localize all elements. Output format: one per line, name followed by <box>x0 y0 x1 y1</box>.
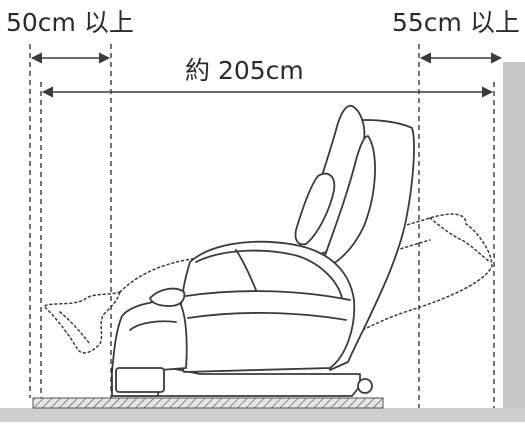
armrest-top <box>195 249 343 299</box>
rear-wheel <box>357 378 373 394</box>
calf-cushion <box>149 287 186 307</box>
floor-mat <box>32 397 384 409</box>
front-clearance-label: 50cm 以上 <box>6 8 134 37</box>
total-length-label: 約 205cm <box>185 56 304 85</box>
back-wall <box>503 62 525 422</box>
rear-clearance-label: 55cm 以上 <box>392 8 520 37</box>
seat-line <box>185 290 351 301</box>
head-cushion <box>294 172 336 246</box>
foot-pad <box>115 367 165 393</box>
floor <box>0 408 525 422</box>
arm-airbag <box>235 249 257 291</box>
massage-chair <box>111 104 415 397</box>
seat-groove <box>187 312 347 321</box>
leg-rest-inner <box>129 320 177 331</box>
armrest <box>178 240 356 373</box>
